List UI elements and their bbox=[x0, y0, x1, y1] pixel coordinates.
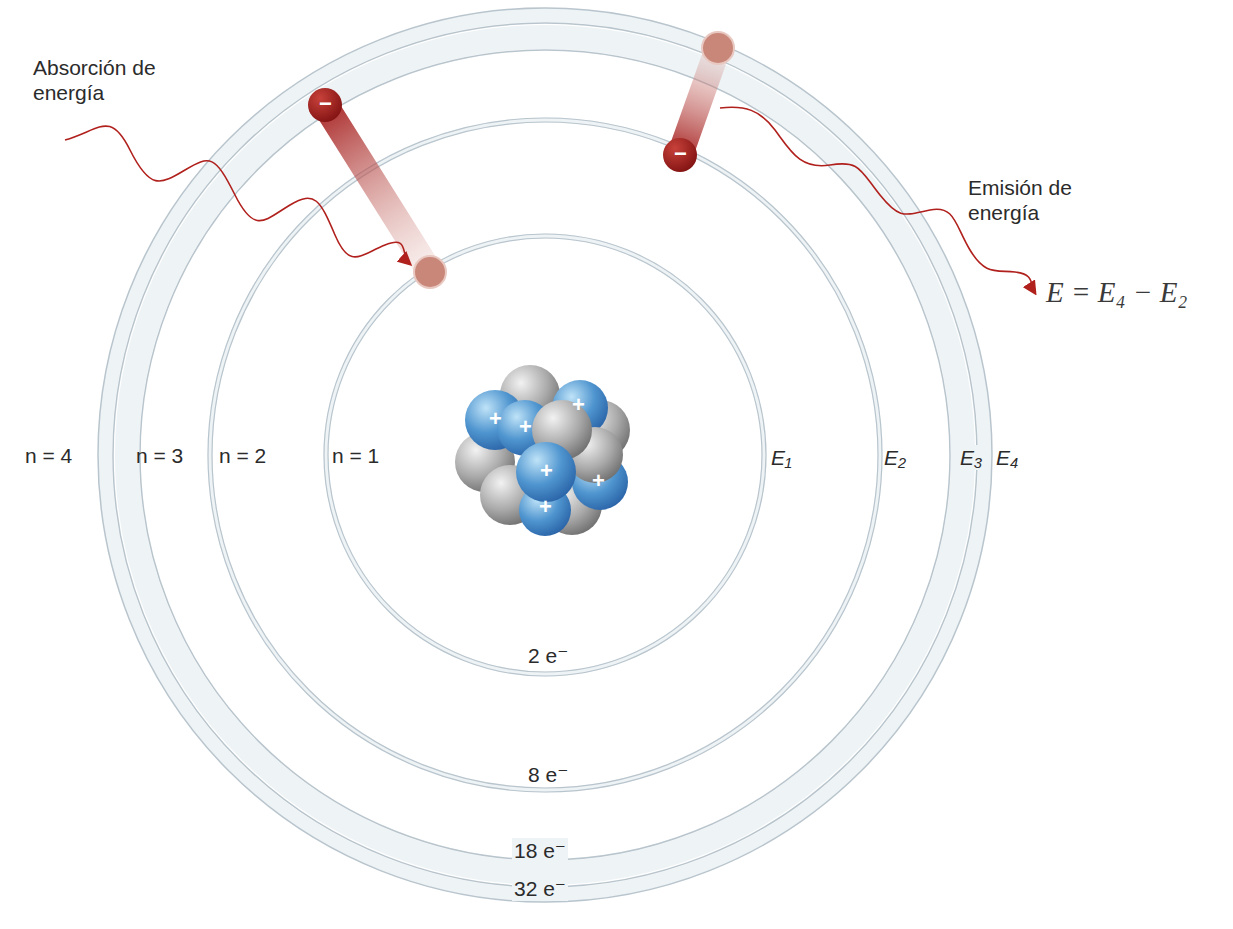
proton-charge: + bbox=[519, 414, 532, 440]
energy-level: E₃ bbox=[958, 445, 984, 470]
energy-equation: E = E₄ − E₂ bbox=[1046, 275, 1187, 310]
shell-number: n = 4 bbox=[25, 443, 72, 468]
shell-number: n = 1 bbox=[332, 443, 379, 468]
electron-capacity: 32 e⁻ bbox=[512, 876, 568, 901]
electron-charge: − bbox=[319, 91, 332, 117]
proton-charge: + bbox=[539, 494, 552, 520]
emission-label: Emisión de energía bbox=[968, 175, 1081, 225]
shell-number: n = 2 bbox=[219, 443, 266, 468]
electron-capacity: 2 e⁻ bbox=[528, 643, 568, 668]
proton-charge: + bbox=[592, 468, 605, 494]
shell-number: n = 3 bbox=[136, 443, 183, 468]
energy-level: E₁ bbox=[771, 445, 792, 470]
nucleus bbox=[455, 365, 630, 536]
proton-charge: + bbox=[572, 392, 585, 418]
electron-charge: − bbox=[674, 141, 687, 167]
absorption-label: Absorción de energía bbox=[33, 55, 157, 105]
proton-charge: + bbox=[540, 458, 553, 484]
energy-level: E₂ bbox=[884, 445, 906, 470]
electron-capacity: 18 e⁻ bbox=[512, 838, 568, 863]
energy-level: E₄ bbox=[994, 445, 1020, 470]
electron-capacity: 8 e⁻ bbox=[528, 762, 568, 787]
proton-charge: + bbox=[489, 406, 502, 432]
